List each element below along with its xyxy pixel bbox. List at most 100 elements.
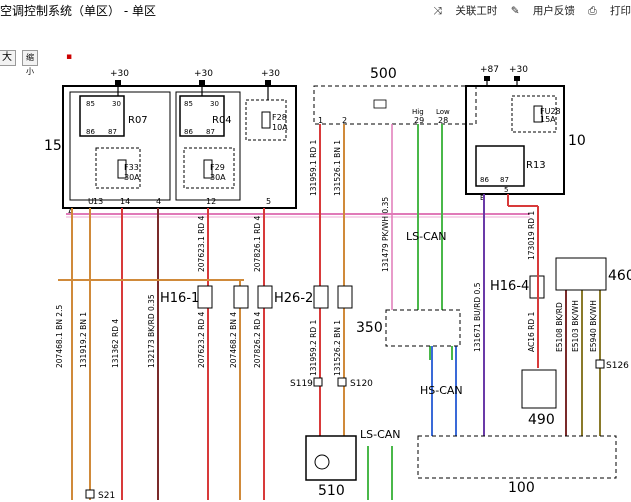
user-feedback-link[interactable]: ✎ 用户反馈 bbox=[510, 5, 575, 17]
svg-text:FU28: FU28 bbox=[540, 107, 561, 116]
page-title: 空调控制系统（单区） - 单区 bbox=[0, 4, 156, 18]
module-15-label: 15 bbox=[44, 138, 62, 154]
power-87: +87 bbox=[480, 65, 499, 75]
svg-text:173019 RD 1: 173019 RD 1 bbox=[527, 211, 536, 260]
svg-text:5: 5 bbox=[266, 197, 271, 206]
fuse-f33-label: F33 bbox=[124, 163, 139, 172]
svg-text:207468.2 BN 4: 207468.2 BN 4 bbox=[229, 312, 238, 368]
svg-text:10A: 10A bbox=[272, 123, 288, 132]
ls-can-top-label: LS-CAN bbox=[406, 230, 447, 243]
related-hours-link[interactable]: ⤨ 关联工时 bbox=[433, 5, 498, 17]
splice-s120: S120 bbox=[350, 379, 373, 389]
svg-text:131479 PK/WH 0.35: 131479 PK/WH 0.35 bbox=[381, 197, 390, 272]
connector-h16-4: H16-4 bbox=[490, 279, 529, 294]
svg-text:86: 86 bbox=[480, 176, 489, 184]
module-10-box bbox=[465, 85, 565, 195]
splice-s119: S119 bbox=[290, 379, 313, 389]
svg-text:15A: 15A bbox=[540, 115, 556, 124]
connector-h26-2: H26-2 bbox=[274, 291, 313, 306]
module-350-box bbox=[385, 309, 461, 347]
relay-r07-coil bbox=[79, 95, 125, 137]
svg-text:F28: F28 bbox=[272, 113, 287, 122]
svg-text:131526.1 BN 1: 131526.1 BN 1 bbox=[333, 140, 342, 196]
splice-s126: S126 bbox=[606, 361, 629, 371]
relay-r04-group bbox=[175, 91, 241, 201]
power-30-2: +30 bbox=[194, 69, 213, 79]
svg-text:85: 85 bbox=[184, 100, 193, 108]
svg-text:5: 5 bbox=[504, 186, 508, 194]
svg-text:F29: F29 bbox=[210, 163, 225, 172]
module-460-box bbox=[555, 257, 607, 291]
ls-can-bottom-label: LS-CAN bbox=[360, 428, 401, 441]
svg-text:86: 86 bbox=[86, 128, 95, 136]
svg-text:14: 14 bbox=[120, 197, 130, 206]
svg-text:13: 13 bbox=[93, 197, 103, 206]
module-490-label: 490 bbox=[528, 412, 555, 428]
user-feedback-label: 用户反馈 bbox=[532, 5, 575, 17]
svg-text:B: B bbox=[480, 194, 485, 202]
svg-text:30: 30 bbox=[210, 100, 219, 108]
module-100-label: 100 bbox=[508, 480, 535, 496]
relay-r04-label: R04 bbox=[212, 115, 232, 126]
svg-text:131919.2 BN 1: 131919.2 BN 1 bbox=[79, 312, 88, 368]
svg-text:131959.2 RD 1: 131959.2 RD 1 bbox=[309, 319, 318, 376]
svg-text:86: 86 bbox=[184, 128, 193, 136]
svg-text:207468.1 BN 2.5: 207468.1 BN 2.5 bbox=[55, 305, 64, 368]
zoom-out-button[interactable]: 缩小 bbox=[22, 50, 38, 76]
relay-r07-label: R07 bbox=[128, 115, 148, 126]
power-30-3: +30 bbox=[261, 69, 280, 79]
print-link[interactable]: ⎙ 打印 bbox=[588, 5, 631, 17]
svg-text:85: 85 bbox=[86, 100, 95, 108]
module-350-label: 350 bbox=[356, 320, 383, 336]
relay-r13-label: R13 bbox=[526, 160, 546, 171]
svg-text:AC16 RD 1: AC16 RD 1 bbox=[527, 311, 536, 352]
svg-text:30A: 30A bbox=[124, 173, 140, 182]
svg-text:207623.2 RD 4: 207623.2 RD 4 bbox=[197, 311, 206, 368]
module-490-box bbox=[521, 369, 557, 409]
svg-text:30A: 30A bbox=[210, 173, 226, 182]
svg-text:207826.2 RD 4: 207826.2 RD 4 bbox=[253, 311, 262, 368]
svg-text:87: 87 bbox=[500, 176, 509, 184]
svg-text:1: 1 bbox=[318, 116, 323, 125]
zoom-marker-icon: ▪ bbox=[66, 52, 73, 62]
svg-text:4: 4 bbox=[156, 197, 161, 206]
module-10-label: 10 bbox=[568, 133, 586, 149]
svg-text:131526.2 BN 1: 131526.2 BN 1 bbox=[333, 320, 342, 376]
svg-text:131362 RD 4: 131362 RD 4 bbox=[111, 319, 120, 368]
connector-h16-1: H16-1 bbox=[160, 291, 199, 306]
module-460-label: 460 bbox=[608, 268, 631, 284]
svg-text:U: U bbox=[88, 197, 94, 206]
svg-text:12: 12 bbox=[206, 197, 216, 206]
print-label: 打印 bbox=[610, 5, 631, 17]
svg-text:E5940 BK/WH: E5940 BK/WH bbox=[589, 300, 598, 352]
svg-text:30: 30 bbox=[112, 100, 121, 108]
svg-text:207623.1 RD 4: 207623.1 RD 4 bbox=[197, 215, 206, 272]
power-30-1: +30 bbox=[110, 69, 129, 79]
svg-text:E5108 BK/RD: E5108 BK/RD bbox=[555, 302, 564, 352]
splice-s21: S21 bbox=[98, 491, 115, 501]
svg-text:87: 87 bbox=[206, 128, 215, 136]
svg-text:132173 BK/RD 0.35: 132173 BK/RD 0.35 bbox=[147, 294, 156, 368]
svg-text:87: 87 bbox=[108, 128, 117, 136]
relay-r07-group bbox=[69, 91, 171, 201]
svg-text:29: 29 bbox=[414, 116, 424, 125]
module-100-box bbox=[417, 435, 617, 479]
svg-text:131959.1 RD 1: 131959.1 RD 1 bbox=[309, 139, 318, 196]
module-510-label: 510 bbox=[318, 483, 345, 499]
svg-text:207826.1 RD 4: 207826.1 RD 4 bbox=[253, 215, 262, 272]
module-500-box bbox=[313, 85, 477, 125]
svg-text:131671 BU/RD 0.5: 131671 BU/RD 0.5 bbox=[473, 282, 482, 352]
header-bar: 空调控制系统（单区） - 单区 ⤨ 关联工时 ✎ 用户反馈 ⎙ 打印 bbox=[0, 0, 631, 22]
hs-can-label: HS-CAN bbox=[420, 384, 463, 397]
svg-text:2: 2 bbox=[342, 116, 347, 125]
module-15-box bbox=[62, 85, 297, 209]
power-30-4: +30 bbox=[509, 65, 528, 75]
module-500-label: 500 bbox=[370, 66, 397, 82]
module-510-box bbox=[305, 435, 357, 481]
svg-text:28: 28 bbox=[438, 116, 448, 125]
zoom-in-button[interactable]: 大 bbox=[0, 50, 16, 66]
toolbar: ⤨ 关联工时 ✎ 用户反馈 ⎙ 打印 bbox=[424, 3, 631, 18]
bus-low-1: Low bbox=[436, 108, 450, 116]
related-hours-label: 关联工时 bbox=[455, 5, 498, 17]
